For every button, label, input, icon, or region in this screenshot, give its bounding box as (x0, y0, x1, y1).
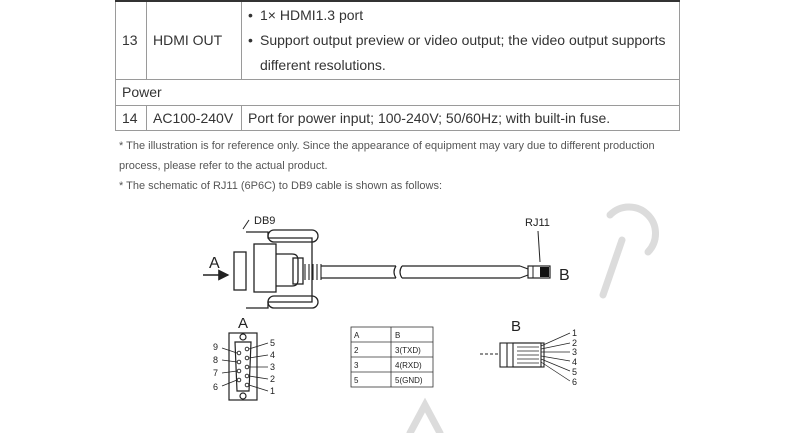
rj11-front-view (480, 342, 545, 368)
mapping-cell: 5(GND) (395, 376, 423, 385)
port-description: 1× HDMI1.3 port Support output preview o… (241, 0, 680, 80)
pin-mapping-table (350, 326, 434, 388)
db9-leader-line (242, 219, 250, 230)
rj11-label: RJ11 (525, 217, 550, 229)
db9-pin-label: 5 (270, 338, 275, 348)
rj11-pin-label: 2 (572, 338, 577, 348)
row-number: 14 (115, 104, 147, 131)
cable (321, 265, 529, 279)
mapping-cell: 3 (354, 361, 359, 370)
db9-pin-label: 4 (270, 350, 275, 360)
bullet-item: Support output preview or video output; … (248, 28, 673, 78)
row-number: 13 (115, 0, 147, 80)
rj11-pin-label: 6 (572, 377, 577, 387)
spec-table: 13 HDMI OUT 1× HDMI1.3 port Support outp… (115, 0, 680, 131)
table-row-hdmi-out: 13 HDMI OUT 1× HDMI1.3 port Support outp… (115, 0, 680, 80)
rj11-leader-line (537, 230, 541, 263)
watermark (406, 203, 660, 433)
db9-pin-label: 9 (213, 342, 218, 352)
note-reference: * The illustration is for reference only… (119, 140, 655, 172)
db9-pin-label: 3 (270, 362, 275, 372)
port-description: Port for power input; 100-240V; 50/60Hz;… (241, 104, 680, 131)
db9-label: DB9 (254, 215, 275, 227)
db9-pin-label: 1 (270, 386, 275, 396)
db9-pin-label: 8 (213, 355, 218, 365)
notes: * The illustration is for reference only… (119, 136, 684, 196)
rj11-pin-label: 5 (572, 367, 577, 377)
note-schematic: * The schematic of RJ11 (6P6C) to DB9 ca… (119, 180, 443, 192)
mapping-cell: 4(RXD) (395, 361, 422, 370)
db9-connector (233, 229, 322, 309)
port-name: HDMI OUT (146, 0, 242, 80)
db9-pin-label: 6 (213, 382, 218, 392)
db9-pin-label: 2 (270, 374, 275, 384)
rj11-plug (527, 265, 551, 279)
port-name: AC100-240V (146, 104, 242, 131)
rj11-pin-label: 1 (572, 328, 577, 338)
end-b-label: B (559, 267, 570, 284)
mapping-header-a: A (354, 331, 360, 340)
db9-front-view (228, 332, 258, 401)
db9-pin-label: 7 (213, 368, 218, 378)
mapping-header-b: B (395, 331, 400, 340)
rj11-pin-label: 3 (572, 347, 577, 357)
rj11-pin-label: 4 (572, 357, 577, 367)
bullet-item: 1× HDMI1.3 port (248, 3, 673, 28)
mapping-cell: 2 (354, 346, 359, 355)
pinout-b-title: B (511, 318, 521, 335)
table-row-power: 14 AC100-240V Port for power input; 100-… (115, 104, 680, 131)
pinout-a-title: A (238, 315, 248, 332)
db9-pin-leaders (221, 342, 269, 392)
mapping-cell: 5 (354, 376, 359, 385)
rj11-pin-leaders (540, 332, 571, 382)
mapping-cell: 3(TXD) (395, 346, 421, 355)
end-a-label: A (209, 255, 220, 272)
